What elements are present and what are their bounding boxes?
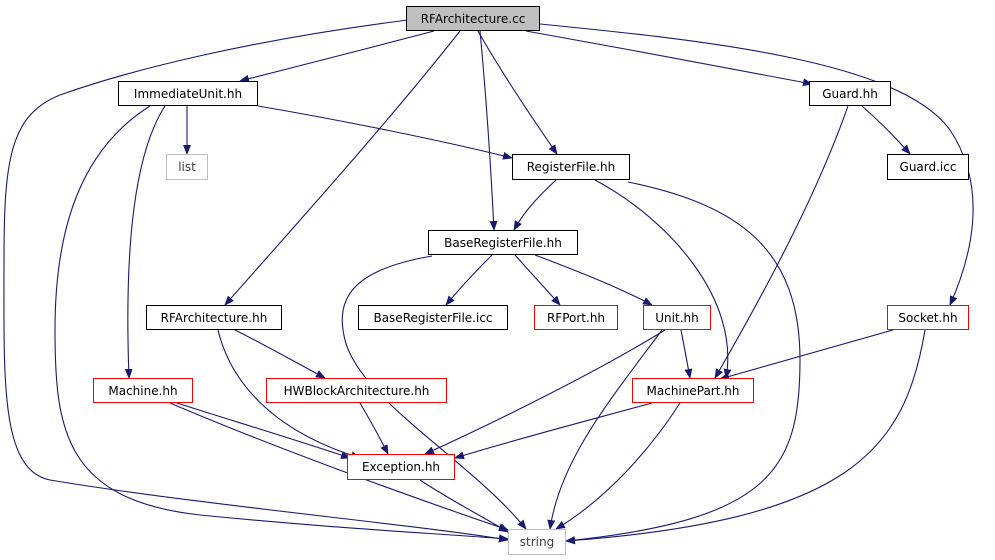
edge-registerfile-to-machinepart	[594, 179, 732, 379]
node-baseregisterfile-hh[interactable]: BaseRegisterFile.hh	[428, 230, 578, 255]
edge-immediateunit-to-string	[54, 105, 509, 543]
edge-unit-to-string	[547, 329, 663, 530]
edge-machine-to-exception	[176, 402, 351, 459]
edge-registerfile-to-baseregisterfile	[513, 179, 557, 231]
edge-machinepart-to-string	[555, 402, 681, 530]
node-immediateunit-hh[interactable]: ImmediateUnit.hh	[118, 81, 258, 106]
edge-socket-to-string	[565, 329, 926, 545]
edge-immediateunit-to-registerfile	[257, 105, 513, 160]
edge-exception-to-string	[419, 479, 509, 533]
node-guard-icc[interactable]: Guard.icc	[887, 154, 969, 180]
edge-rfarch_cc-to-baseregisterfile	[479, 30, 498, 231]
edge-machinepart-to-exception	[454, 402, 653, 460]
edge-immediateunit-to-machine	[124, 105, 166, 379]
edge-baseregisterfile-to-string	[341, 255, 527, 530]
node-exception-hh[interactable]: Exception.hh	[347, 454, 455, 480]
edge-baseregisterfile-to-unit	[534, 254, 653, 306]
edge-socket-to-machinepart	[719, 329, 894, 381]
node-baseregisterfile-icc[interactable]: BaseRegisterFile.icc	[358, 305, 508, 330]
node-hwblockarchitecture-hh[interactable]: HWBlockArchitecture.hh	[266, 378, 447, 403]
edge-unit-to-machinepart	[680, 329, 693, 379]
edge-hwblock-to-exception	[359, 402, 389, 455]
edge-rfarch_hh-to-exception	[217, 329, 361, 460]
edge-machine-to-string	[169, 402, 509, 531]
edge-unit-to-exception	[424, 329, 666, 455]
edge-guard-to-machinepart	[714, 105, 849, 379]
edge-baseregisterfile-to-rfport	[514, 254, 561, 306]
node-string: string	[508, 529, 566, 555]
edge-rfarch_cc-to-immediateunit	[239, 30, 435, 83]
edge-rfarch_cc-to-socket	[539, 23, 974, 306]
edge-rfarch_cc-to-guard	[525, 30, 813, 87]
edge-rfarch_cc-to-string	[3, 19, 509, 543]
node-guard-hh[interactable]: Guard.hh	[809, 81, 891, 106]
edge-registerfile-to-string	[565, 181, 801, 545]
node-socket-hh[interactable]: Socket.hh	[887, 305, 969, 330]
node-rfarchitecture-cc: RFArchitecture.cc	[406, 6, 540, 31]
edge-guard-to-guard_icc	[861, 105, 911, 155]
edge-rfarch_hh-to-hwblock	[234, 329, 326, 379]
node-list: list	[166, 154, 208, 180]
node-unit-hh[interactable]: Unit.hh	[643, 305, 711, 330]
edge-rfarch_cc-to-rfarch_hh	[224, 30, 461, 306]
node-registerfile-hh[interactable]: RegisterFile.hh	[512, 154, 630, 180]
edge-rfarch_cc-to-registerfile	[477, 30, 558, 155]
node-machinepart-hh[interactable]: MachinePart.hh	[632, 378, 754, 403]
node-rfport-hh[interactable]: RFPort.hh	[534, 305, 618, 330]
node-rfarchitecture-hh[interactable]: RFArchitecture.hh	[146, 305, 282, 330]
edge-baseregisterfile-to-baseregisterfile_icc	[445, 254, 493, 306]
node-machine-hh[interactable]: Machine.hh	[93, 378, 193, 403]
